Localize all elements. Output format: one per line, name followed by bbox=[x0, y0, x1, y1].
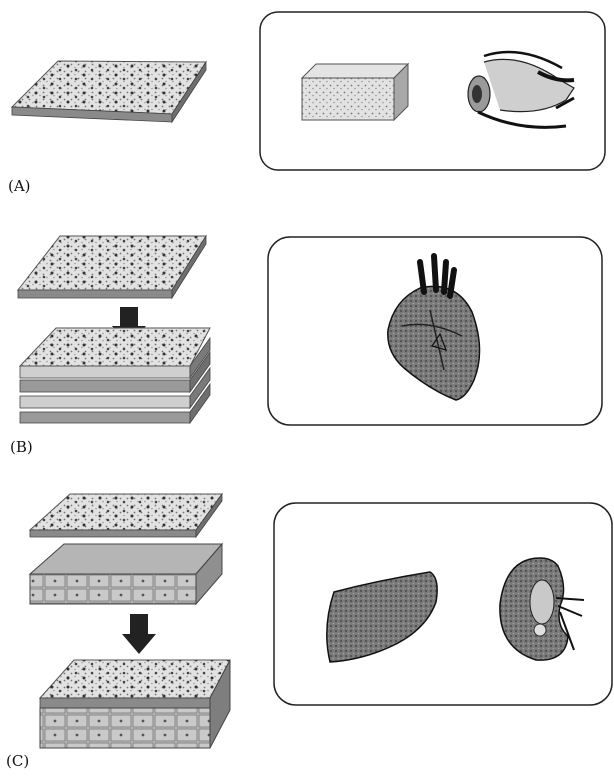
scaffold-sheet-top bbox=[30, 494, 222, 537]
stacked-scaffold bbox=[20, 328, 210, 423]
tissue-block-icon bbox=[302, 64, 408, 120]
eye-icon bbox=[468, 52, 574, 127]
scaffold-sheet bbox=[12, 61, 206, 122]
panel-b bbox=[18, 236, 602, 425]
cell-sheet-layer bbox=[30, 544, 222, 604]
panel-a bbox=[12, 12, 605, 170]
panel-c bbox=[30, 494, 612, 748]
kidney-icon bbox=[500, 558, 584, 660]
panel-label-a: (A) bbox=[8, 177, 31, 195]
panel-label-c: (C) bbox=[6, 752, 29, 770]
liver-icon bbox=[327, 572, 437, 662]
cell-seeded-scaffold bbox=[40, 660, 230, 748]
heart-icon bbox=[388, 256, 480, 400]
arrow-down-icon bbox=[122, 614, 156, 654]
panel-label-b: (B) bbox=[10, 438, 33, 456]
scaffold-sheet-top bbox=[18, 236, 206, 298]
